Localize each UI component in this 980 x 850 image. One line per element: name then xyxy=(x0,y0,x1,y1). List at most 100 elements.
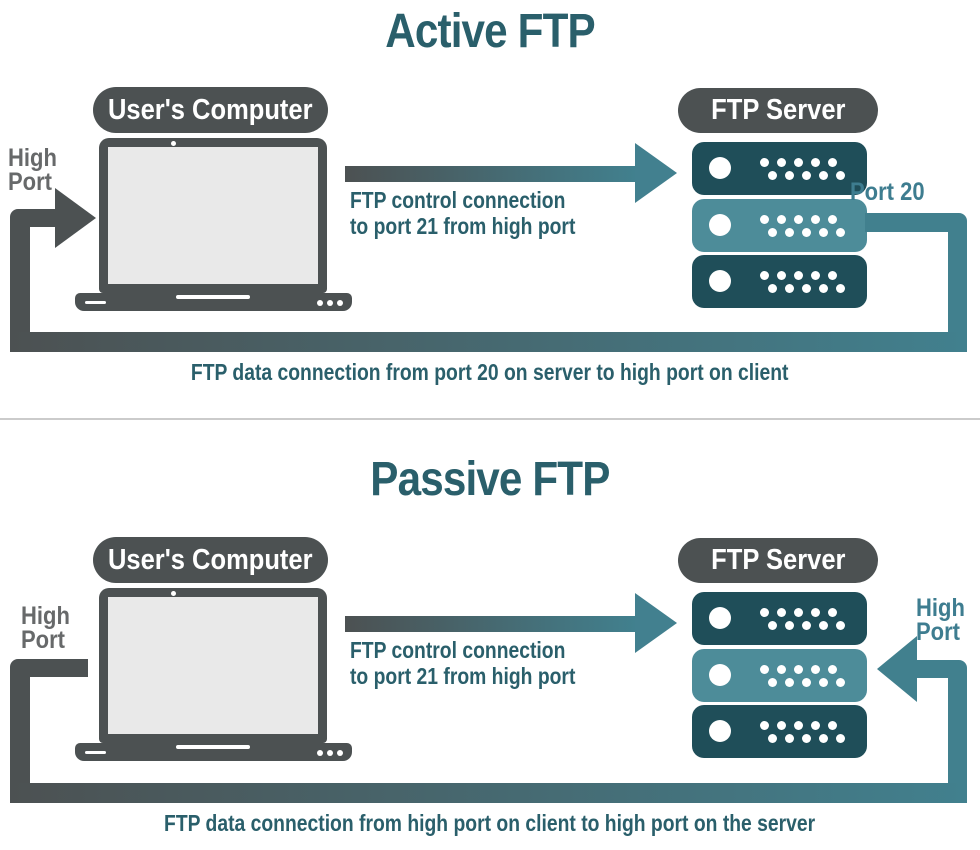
server-vent-dot xyxy=(802,171,811,180)
server-vent-row xyxy=(768,228,845,237)
active-data-path-right-vertical xyxy=(948,232,967,352)
server-vent-dot xyxy=(785,284,794,293)
server-vent-dot xyxy=(794,665,803,674)
server-led-circle xyxy=(709,270,731,292)
server-vent-dot xyxy=(802,284,811,293)
server-vent-dot xyxy=(777,215,786,224)
server-unit xyxy=(692,592,867,645)
active-server-port20-label: Port 20 xyxy=(850,178,925,206)
passive-data-path-left-vertical xyxy=(10,677,30,803)
server-vent-dot xyxy=(794,271,803,280)
passive-control-arrowhead-icon xyxy=(635,593,677,653)
server-vent-row xyxy=(768,621,845,630)
passive-client-pill: User's Computer xyxy=(93,537,328,583)
active-data-connection-caption: FTP data connection from port 20 on serv… xyxy=(0,359,980,386)
server-vent-dot xyxy=(802,678,811,687)
laptop-base-dot xyxy=(317,300,323,306)
high-port-line2: Port xyxy=(21,626,65,654)
passive-data-path-right-vertical xyxy=(948,678,967,803)
laptop-screen xyxy=(108,147,318,284)
server-vent-dot xyxy=(760,158,769,167)
passive-server-high-port-label: High Port xyxy=(916,594,965,645)
active-data-path-client-shaft xyxy=(10,209,56,227)
server-vent-dot xyxy=(768,284,777,293)
laptop-base xyxy=(75,743,352,761)
server-vent-row xyxy=(760,608,837,617)
server-vent-dot xyxy=(768,621,777,630)
server-vent-dot xyxy=(768,228,777,237)
server-vent-dot xyxy=(819,678,828,687)
passive-data-connection-bar xyxy=(10,783,967,803)
high-port-line1: High xyxy=(21,602,70,630)
server-vent-dot xyxy=(811,158,820,167)
server-vent-dot xyxy=(828,721,837,730)
panel-divider xyxy=(0,418,980,420)
server-vent-dot xyxy=(836,171,845,180)
server-vent-dot xyxy=(836,734,845,743)
active-control-arrow-shaft xyxy=(345,166,635,182)
server-vent-dot xyxy=(794,721,803,730)
server-vent-dot xyxy=(785,621,794,630)
active-data-path-server-shaft xyxy=(865,213,967,232)
laptop-base-dash xyxy=(85,751,106,754)
laptop-base-dot xyxy=(317,750,323,756)
server-vent-dot xyxy=(836,228,845,237)
laptop-webcam-dot xyxy=(171,141,176,146)
server-vent-dot xyxy=(819,171,828,180)
active-data-caption-text: FTP data connection from port 20 on serv… xyxy=(191,359,789,385)
laptop-base-dash xyxy=(85,301,106,304)
server-led-circle xyxy=(709,607,731,629)
active-control-arrowhead-icon xyxy=(635,143,677,203)
server-vent-row xyxy=(760,215,837,224)
active-control-connection-label: FTP control connection to port 21 from h… xyxy=(350,187,575,239)
passive-server-pill: FTP Server xyxy=(678,538,878,583)
laptop-webcam-dot xyxy=(171,591,176,596)
active-server-rack-icon xyxy=(692,142,867,308)
server-vent-dot xyxy=(811,215,820,224)
passive-data-caption-text: FTP data connection from high port on cl… xyxy=(164,810,816,836)
server-vent-dot xyxy=(794,608,803,617)
server-vent-dot xyxy=(802,621,811,630)
active-data-connection-bar xyxy=(10,332,967,352)
active-client-pill: User's Computer xyxy=(93,87,328,133)
server-vent-dot xyxy=(828,608,837,617)
laptop-base-notch xyxy=(176,745,250,749)
server-vent-dot xyxy=(828,215,837,224)
server-vent-dot xyxy=(760,665,769,674)
active-client-pill-label: User's Computer xyxy=(108,93,313,126)
laptop-base-dot xyxy=(327,750,333,756)
server-vent-dot xyxy=(785,734,794,743)
control-label-line2: to port 21 from high port xyxy=(350,213,576,239)
server-vent-dot xyxy=(819,228,828,237)
active-ftp-title-text: Active FTP xyxy=(385,5,595,58)
passive-server-rack-icon xyxy=(692,592,867,758)
server-vent-row xyxy=(768,284,845,293)
passive-laptop-icon xyxy=(75,588,352,761)
server-vent-dot xyxy=(785,678,794,687)
high-port-line1: High xyxy=(916,594,965,622)
active-ftp-title: Active FTP xyxy=(0,4,980,59)
passive-data-connection-caption: FTP data connection from high port on cl… xyxy=(0,810,980,837)
server-vent-dot xyxy=(802,228,811,237)
server-vent-row xyxy=(768,734,845,743)
server-unit xyxy=(692,255,867,308)
server-vent-row xyxy=(768,678,845,687)
server-unit xyxy=(692,649,867,702)
active-laptop-icon xyxy=(75,138,352,311)
server-vent-row xyxy=(760,665,837,674)
laptop-base xyxy=(75,293,352,311)
server-vent-dot xyxy=(811,665,820,674)
server-led-circle xyxy=(709,157,731,179)
active-data-path-left-vertical xyxy=(10,227,30,352)
high-port-line2: Port xyxy=(8,168,52,196)
server-vent-dot xyxy=(811,721,820,730)
server-vent-dot xyxy=(777,665,786,674)
server-vent-dot xyxy=(760,721,769,730)
port20-text: Port 20 xyxy=(850,178,925,206)
server-vent-row xyxy=(768,171,845,180)
passive-data-arrowhead-icon xyxy=(877,636,917,702)
passive-ftp-title: Passive FTP xyxy=(0,452,980,507)
server-vent-dot xyxy=(760,271,769,280)
server-vent-row xyxy=(760,158,837,167)
